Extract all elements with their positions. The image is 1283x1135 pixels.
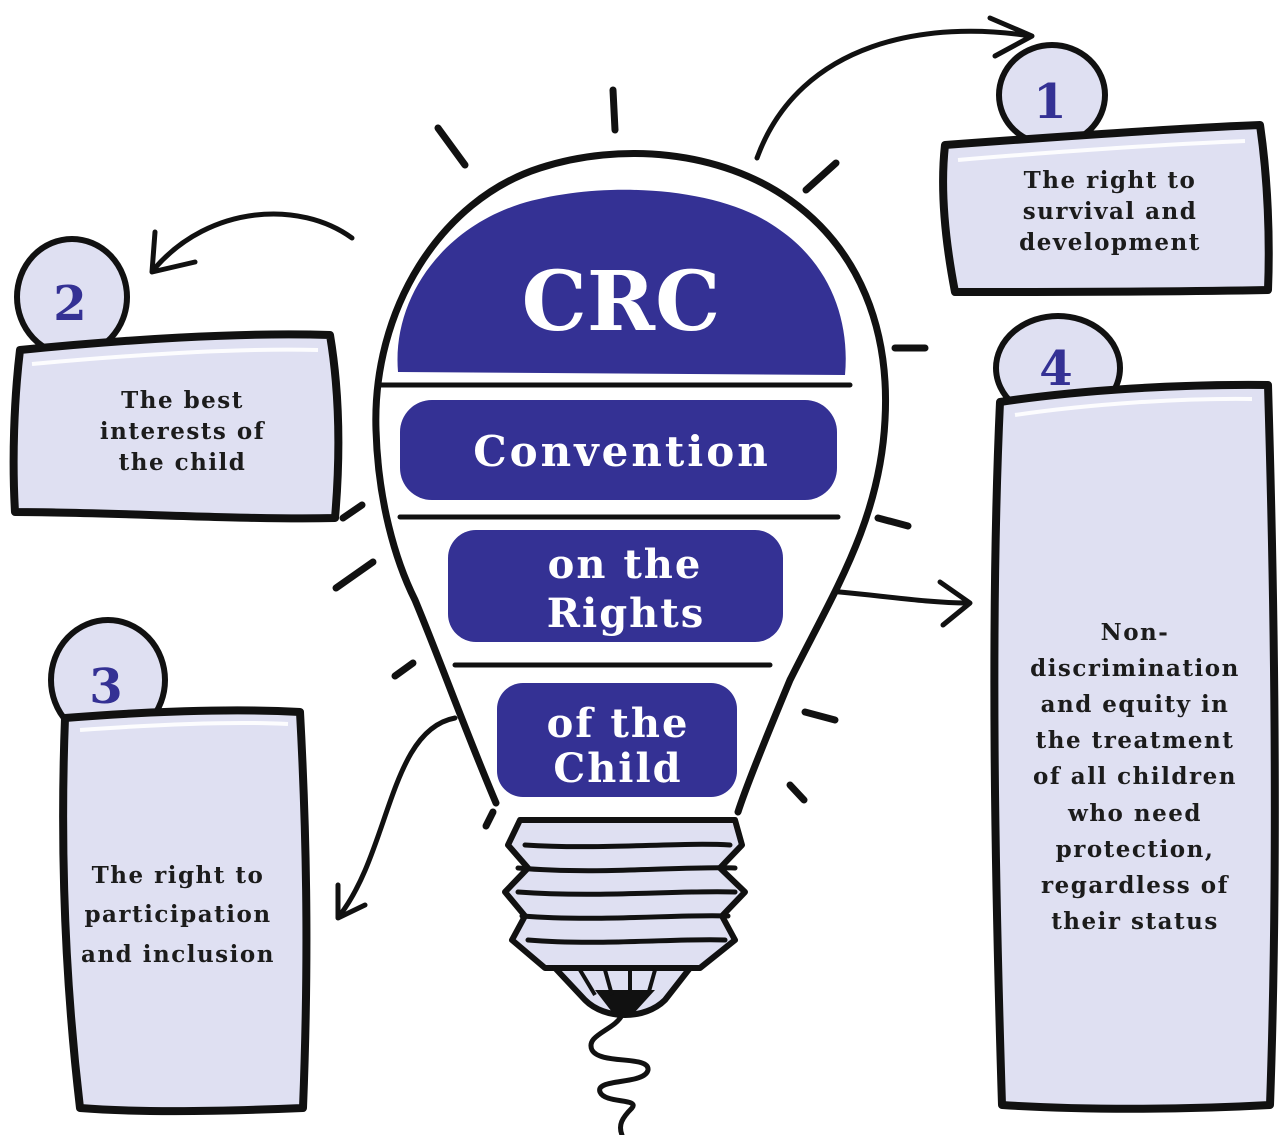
- principle-boxes: [9, 121, 1279, 1115]
- arrow-to-principle-1: [754, 28, 1033, 161]
- arrow-to-principle-3: [337, 715, 458, 918]
- bulb-title: CRC: [522, 254, 721, 350]
- box-principle-1: [939, 121, 1273, 296]
- light-rays: [332, 86, 929, 830]
- principle-2-number: 2: [53, 276, 86, 332]
- box-principle-4: [990, 380, 1279, 1113]
- principle-3-number: 3: [89, 659, 122, 715]
- bulb-band-top: [397, 189, 846, 375]
- principle-4-text: Non-discrimination and equity in the tre…: [1030, 619, 1240, 935]
- principle-4-number: 4: [1039, 341, 1072, 397]
- box-principle-3: [59, 706, 311, 1115]
- bulb-band-3: [448, 530, 783, 642]
- bulb-band-4: [497, 683, 737, 797]
- bulb-line-on-the: on the: [548, 541, 703, 588]
- bulb-base: [502, 817, 748, 1018]
- box-principle-2: [9, 330, 343, 523]
- arrow-to-principle-2: [152, 211, 355, 271]
- principle-3-text: The right to participation and inclusion: [81, 861, 275, 968]
- principle-2-text: The best interests of the child: [99, 387, 266, 476]
- bulb-line-of-the: of the: [547, 700, 690, 747]
- band-separators: [375, 382, 853, 668]
- principle-1-text: The right to survival and development: [1019, 167, 1201, 256]
- connector-arrows: [149, 15, 1035, 921]
- bulb-wire: [588, 1012, 651, 1135]
- principle-1-number: 1: [1033, 74, 1066, 130]
- bulb-line-convention: Convention: [473, 427, 771, 476]
- bulb-line-rights: Rights: [547, 590, 705, 637]
- bulb-line-child: Child: [553, 745, 682, 792]
- bulb-band-2: [400, 400, 837, 500]
